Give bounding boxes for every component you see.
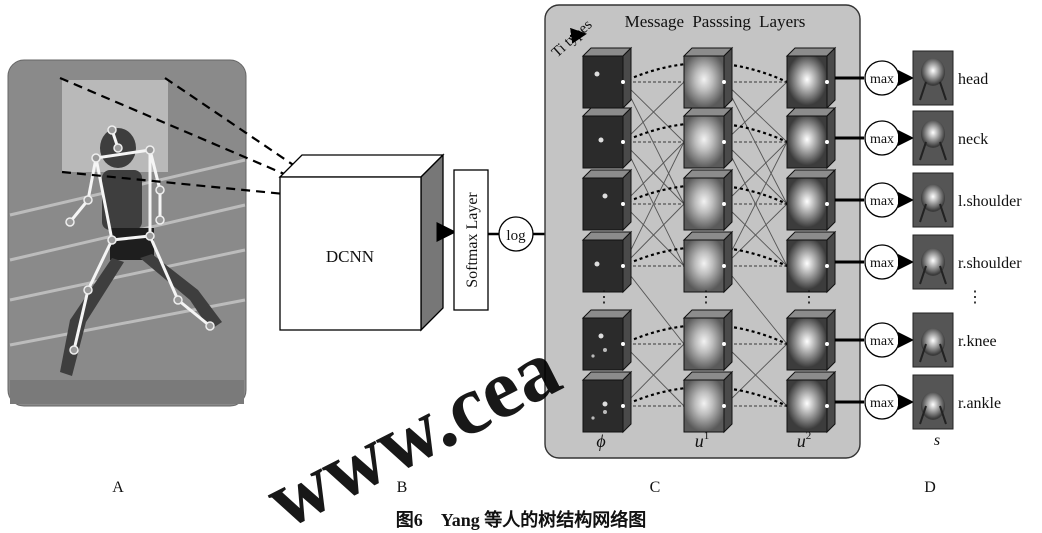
max-label-6: max	[870, 396, 894, 411]
max-label-2: max	[870, 132, 894, 147]
svg-text:www.cea: www.cea	[251, 321, 574, 533]
heatmap-thumb-5	[912, 312, 954, 368]
feature-map-r2-c3	[785, 106, 837, 170]
feature-map-r6-c2	[682, 370, 734, 434]
column-label-u2: u2	[797, 430, 812, 451]
ellipsis-parts: ⋮	[967, 289, 983, 306]
column-label-phi: ϕ	[596, 431, 605, 451]
feature-map-r2-c1	[581, 106, 633, 170]
heatmap-thumb-1	[912, 50, 954, 106]
max-label-5: max	[870, 334, 894, 349]
feature-map-r6-c3	[785, 370, 837, 434]
output-row-4: max r.shoulder	[835, 234, 1022, 290]
panel-label-d: D	[924, 479, 936, 496]
feature-map-grid	[581, 46, 837, 434]
part-label-2: neck	[958, 131, 988, 148]
watermark: www.cea	[251, 321, 574, 533]
max-label-1: max	[870, 72, 894, 87]
feature-map-r3-c1	[581, 168, 633, 232]
part-label-4: r.shoulder	[958, 255, 1022, 272]
feature-map-r3-c2	[682, 168, 734, 232]
feature-map-r1-c1	[581, 46, 633, 110]
heatmap-thumb-4	[912, 234, 954, 290]
heatmap-thumb-3	[912, 172, 954, 228]
output-row-2: max neck	[835, 110, 988, 166]
message-layers-title: Message Passsing Layers	[625, 12, 806, 31]
max-label-3: max	[870, 194, 894, 209]
part-label-1: head	[958, 71, 988, 88]
part-label-5: r.knee	[958, 333, 997, 350]
feature-map-r5-c1	[581, 308, 633, 372]
feature-map-r5-c3	[785, 308, 837, 372]
panel-label-b: B	[397, 479, 408, 496]
panel-label-a: A	[112, 479, 124, 496]
ellipsis-column-u2: ⋮	[801, 289, 817, 306]
feature-map-r3-c3	[785, 168, 837, 232]
feature-map-r4-c2	[682, 230, 734, 294]
dcnn-label: DCNN	[326, 247, 374, 266]
output-row-3: max l.shoulder	[835, 172, 1022, 228]
panel-a-photo	[7, 59, 247, 407]
part-label-3: l.shoulder	[958, 193, 1022, 210]
ti-types-arrow	[569, 27, 587, 44]
ellipsis-column-u1: ⋮	[698, 289, 714, 306]
score-label: s	[934, 432, 940, 449]
feature-map-r6-c1	[581, 370, 633, 434]
dcnn-block	[278, 153, 445, 332]
heatmap-thumb-2	[912, 110, 954, 166]
panel-label-c: C	[650, 479, 661, 496]
output-row-6: max r.ankle	[835, 374, 1001, 430]
log-label: log	[506, 228, 526, 244]
output-row-1: max head	[835, 50, 988, 106]
output-row-5: max r.knee	[835, 312, 997, 368]
feature-map-r5-c2	[682, 308, 734, 372]
softmax-box	[453, 169, 489, 311]
feature-map-r1-c2	[682, 46, 734, 110]
part-outputs: max head max neck max l.shoulder max r.shoulder…	[835, 50, 1022, 430]
feature-map-r4-c3	[785, 230, 837, 294]
max-label-4: max	[870, 256, 894, 271]
feature-map-r2-c2	[682, 106, 734, 170]
heatmap-thumb-6	[912, 374, 954, 430]
feature-map-r1-c3	[785, 46, 837, 110]
softmax-label: Softmax Layer	[464, 192, 481, 288]
column-label-u1: u1	[695, 430, 710, 451]
feature-map-r4-c1	[581, 230, 633, 294]
figure-caption: 图6 Yang 等人的树结构网络图	[396, 509, 647, 530]
part-label-6: r.ankle	[958, 395, 1001, 412]
ellipsis-column-phi: ⋮	[596, 289, 612, 306]
